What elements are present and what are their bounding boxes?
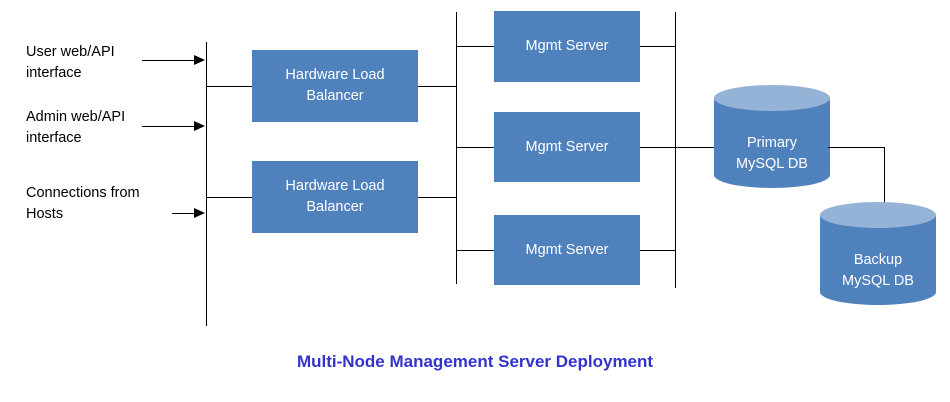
connector-mgmt1-to-rightbus	[640, 46, 676, 48]
hardware-load-balancer-2[interactable]: Hardware Load Balancer	[252, 161, 418, 233]
input-arrow-line-admin	[142, 126, 196, 128]
connector-lb2-to-midbus	[418, 197, 457, 199]
backup-mysql-db-label: Backup MySQL DB	[842, 252, 914, 289]
input-label-user-web-api: User web/API interface	[26, 44, 115, 81]
backup-mysql-db[interactable]: Backup MySQL DB	[820, 202, 936, 305]
connector-primary-to-backup-horizontal	[828, 147, 885, 149]
connector-midbus-to-mgmt3	[456, 250, 495, 252]
mgmt-server-1-label: Mgmt Server	[525, 38, 609, 54]
primary-db-top	[714, 85, 830, 111]
right-bus-line	[675, 12, 677, 288]
connector-lb1-to-midbus	[418, 86, 457, 88]
mgmt-server-2-label: Mgmt Server	[525, 138, 609, 155]
input-label-connections-from-hosts: Connections from Hosts	[26, 185, 140, 222]
diagram-title: Multi-Node Management Server Deployment	[296, 352, 654, 371]
input-label-admin-web-api: Admin web/API interface	[26, 109, 126, 146]
mgmt-server-1[interactable]: Mgmt Server	[494, 11, 640, 82]
connector-mgmt2-to-rightbus	[640, 147, 676, 149]
input-arrow-line-hosts	[172, 213, 196, 215]
connector-rightbus-to-primary-db	[675, 147, 723, 149]
input-arrow-head-admin	[194, 121, 205, 131]
primary-mysql-db-label: Primary MySQL DB	[736, 135, 808, 172]
connector-primary-to-backup-vertical	[884, 147, 886, 220]
connector-bus-to-lb2	[206, 197, 253, 199]
input-arrow-line-user	[142, 60, 196, 62]
hardware-load-balancer-2-label: Hardware Load Balancer	[285, 178, 385, 215]
primary-mysql-db[interactable]: Primary MySQL DB	[714, 85, 830, 188]
mgmt-server-3[interactable]: Mgmt Server	[494, 215, 640, 285]
primary-db-bottom	[714, 162, 830, 188]
input-arrow-head-user	[194, 55, 205, 65]
hardware-load-balancer-1-label: Hardware Load Balancer	[285, 67, 385, 104]
mgmt-server-2[interactable]: Mgmt Server	[494, 112, 640, 182]
mgmt-server-3-label: Mgmt Server	[525, 241, 609, 258]
connector-bus-to-lb1	[206, 86, 253, 88]
connector-midbus-to-mgmt1	[456, 46, 495, 48]
hardware-load-balancer-1[interactable]: Hardware Load Balancer	[252, 50, 418, 122]
left-bus-line	[206, 42, 208, 326]
connector-midbus-to-mgmt2	[456, 147, 495, 149]
backup-db-bottom	[820, 279, 936, 305]
connector-mgmt3-to-rightbus	[640, 250, 676, 252]
backup-db-top	[820, 202, 936, 228]
input-arrow-head-hosts	[194, 208, 205, 218]
